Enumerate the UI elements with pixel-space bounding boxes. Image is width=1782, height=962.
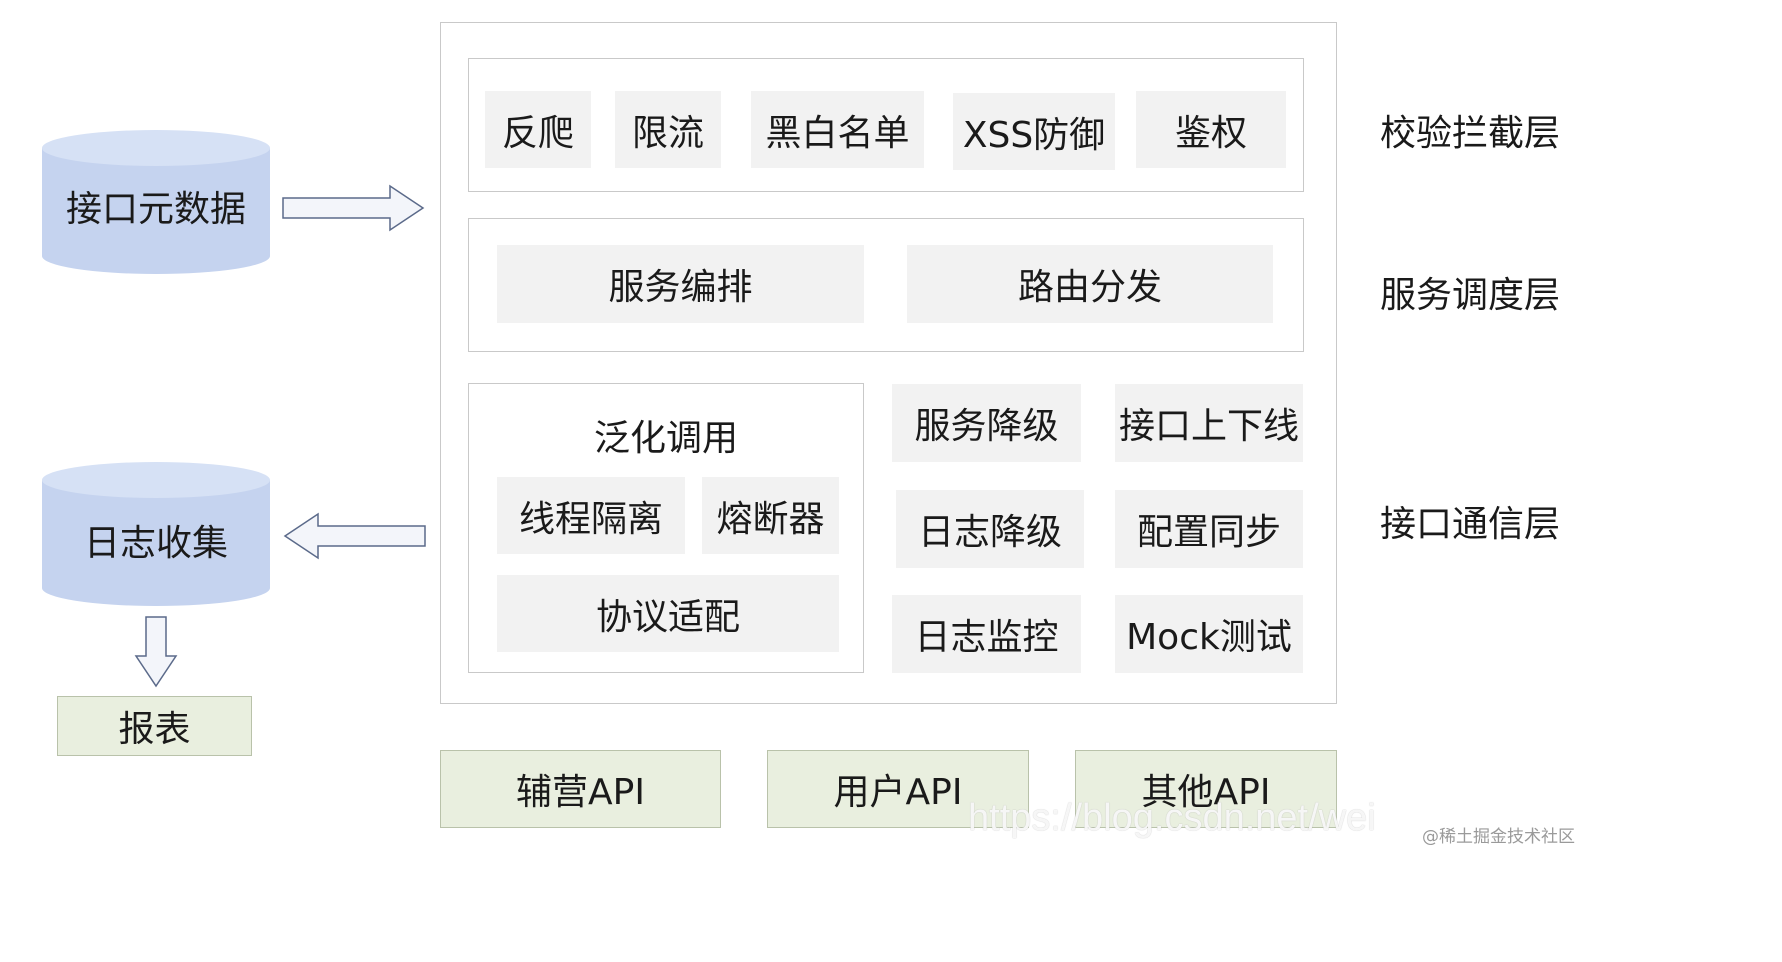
metadata-database-icon bbox=[42, 130, 270, 274]
service-degradation-box: 服务降级 bbox=[892, 384, 1081, 462]
communication-layer-label: 接口通信层 bbox=[1380, 504, 1561, 545]
metadata-database-label: 接口元数据 bbox=[65, 189, 246, 230]
user-api-box: 用户API bbox=[767, 750, 1029, 828]
log-collection-label: 日志收集 bbox=[83, 523, 228, 564]
url-watermark: https://blog.csdn.net/wei bbox=[968, 797, 1376, 839]
validation-layer-label: 校验拦截层 bbox=[1380, 113, 1561, 154]
aux-api-box: 辅营API bbox=[440, 750, 721, 828]
circuit-breaker-box: 熔断器 bbox=[702, 477, 839, 554]
xss-defense-box: XSS防御 bbox=[953, 93, 1115, 170]
thread-isolation-box: 线程隔离 bbox=[497, 477, 685, 554]
log-monitoring-box: 日志监控 bbox=[892, 595, 1081, 673]
log-degradation-box: 日志降级 bbox=[896, 490, 1084, 568]
report-box: 报表 bbox=[57, 696, 252, 756]
route-dispatch-box: 路由分发 bbox=[907, 245, 1273, 323]
config-sync-box: 配置同步 bbox=[1115, 490, 1303, 568]
rate-limit-box: 限流 bbox=[615, 91, 721, 168]
anti-crawler-box: 反爬 bbox=[485, 91, 591, 168]
interface-online-offline-box: 接口上下线 bbox=[1115, 384, 1303, 462]
generic-call-title: 泛化调用 bbox=[593, 418, 738, 459]
arrow-right-icon bbox=[282, 184, 425, 232]
mock-testing-box: Mock测试 bbox=[1115, 595, 1303, 673]
authentication-box: 鉴权 bbox=[1136, 91, 1286, 168]
arrow-left-icon bbox=[283, 512, 426, 560]
black-white-list-box: 黑白名单 bbox=[751, 91, 924, 168]
scheduling-layer-label: 服务调度层 bbox=[1380, 275, 1561, 316]
log-collection-database-icon bbox=[42, 462, 270, 606]
community-credit: @稀土掘金技术社区 bbox=[1422, 827, 1575, 847]
service-orchestration-box: 服务编排 bbox=[497, 245, 864, 323]
arrow-down-icon bbox=[134, 616, 178, 688]
other-api-box: 其他API bbox=[1075, 750, 1337, 828]
protocol-adapter-box: 协议适配 bbox=[497, 575, 839, 652]
